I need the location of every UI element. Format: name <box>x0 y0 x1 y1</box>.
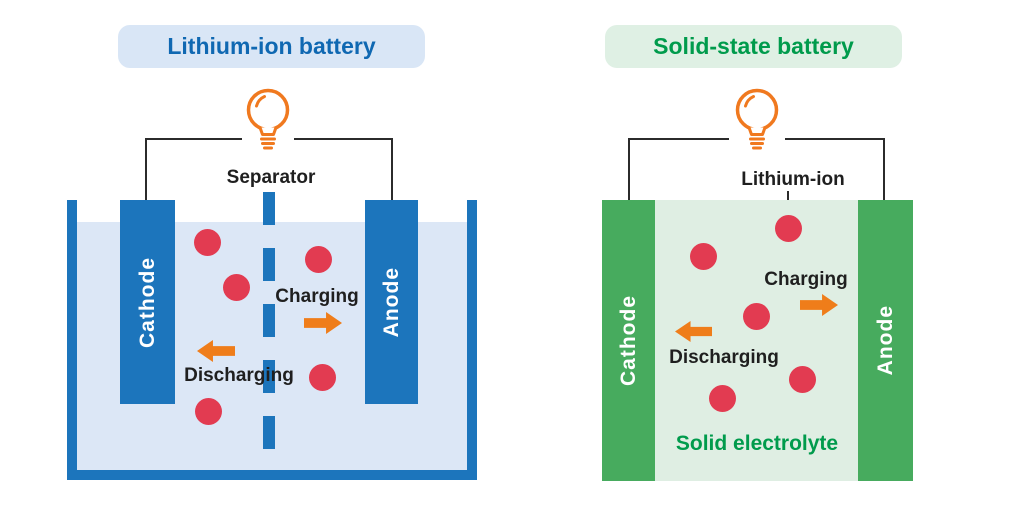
solid-electrolyte-label: Solid electrolyte <box>675 432 839 455</box>
lithium-ion-particle <box>708 384 736 412</box>
lithium-ion-particle <box>308 363 336 391</box>
lithium-ion-particle <box>689 242 717 270</box>
wire-top-right-segment <box>785 138 885 140</box>
lithium-ion-particle <box>193 228 221 256</box>
solid-state-title-badge: Solid-state battery <box>605 25 902 68</box>
anode-label: Anode <box>379 266 403 338</box>
anode-electrode: Anode <box>365 200 418 404</box>
discharging-label: Discharging <box>669 347 779 368</box>
lithium-ion-particle <box>194 397 222 425</box>
wire-top-right-segment <box>294 138 393 140</box>
wire-anode-lead <box>391 138 393 200</box>
anode-electrode: Anode <box>858 200 913 481</box>
discharging-label: Discharging <box>184 365 294 386</box>
wire-top-left-segment <box>146 138 242 140</box>
light-bulb-icon <box>246 88 290 150</box>
wire-top-left-segment <box>629 138 729 140</box>
lithium-ion-pointer-label: Lithium-ion <box>741 169 845 190</box>
charging-label: Charging <box>764 269 848 290</box>
lithium-ion-particle <box>222 273 250 301</box>
separator-label: Separator <box>226 167 316 188</box>
light-bulb-icon <box>735 88 779 150</box>
lithium-ion-particle <box>304 245 332 273</box>
wire-anode-lead <box>883 138 885 200</box>
cathode-label: Cathode <box>135 256 159 348</box>
lithium-ion-particle <box>742 302 770 330</box>
separator-dashed-line <box>263 192 275 456</box>
anode-label: Anode <box>873 305 897 376</box>
cathode-electrode: Cathode <box>120 200 175 404</box>
charging-label: Charging <box>275 286 359 307</box>
lithium-ion-particle <box>788 365 816 393</box>
wire-cathode-lead <box>145 138 147 200</box>
wire-cathode-lead <box>628 138 630 200</box>
lithium-ion-title-badge: Lithium-ion battery <box>118 25 425 68</box>
cathode-electrode: Cathode <box>602 200 655 481</box>
cathode-label: Cathode <box>616 295 640 386</box>
lithium-ion-particle <box>774 214 802 242</box>
